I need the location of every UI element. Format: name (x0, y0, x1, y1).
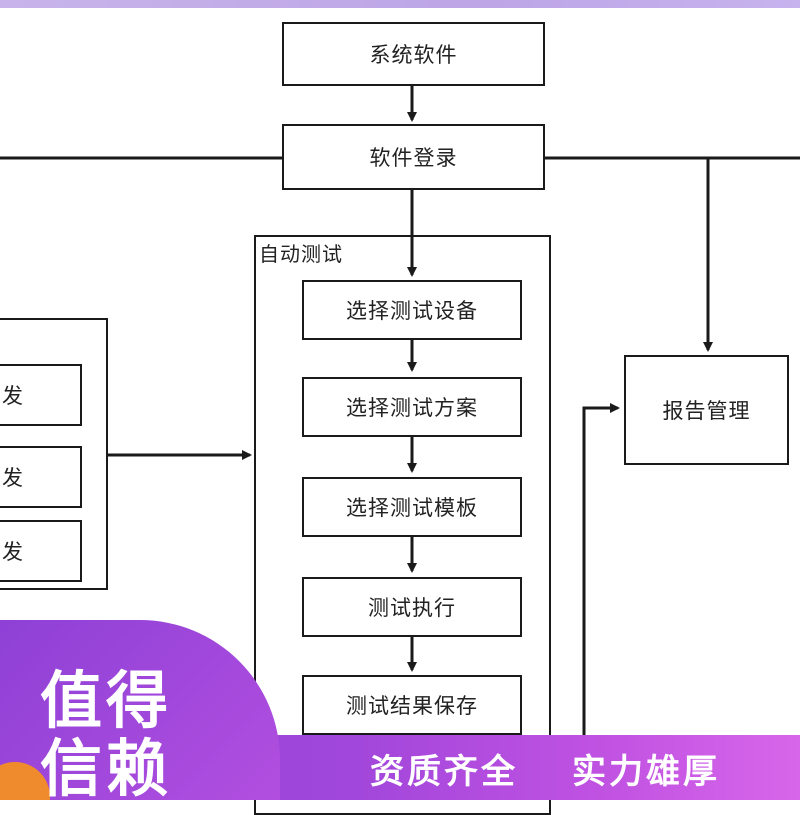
step-label: 选择测试方案 (346, 396, 478, 420)
software-login-label: 软件登录 (369, 146, 458, 170)
slogan-line-1: 值得 (40, 664, 173, 737)
step-select-template: 选择测试模板 (302, 477, 522, 537)
software-login-box: 软件登录 (282, 124, 545, 190)
system-software-label: 系统软件 (369, 43, 458, 67)
auto-test-title: 自动测试 (259, 242, 343, 266)
slogan-line-2: 信赖 (40, 732, 173, 800)
report-management-label: 报告管理 (662, 399, 751, 423)
left-dev-label: 开发 (0, 384, 24, 408)
step-select-plan: 选择测试方案 (302, 377, 522, 437)
top-decor-strip (0, 0, 800, 8)
banner-tag-2: 实力雄厚 (572, 752, 720, 792)
left-dev-box-1: 开发 (0, 364, 82, 426)
report-management-box: 报告管理 (624, 355, 789, 465)
system-software-box: 系统软件 (282, 22, 545, 86)
step-label: 测试结果保存 (346, 694, 478, 718)
step-select-device: 选择测试设备 (302, 280, 522, 340)
left-dev-box-2: 开发 (0, 446, 82, 508)
banner-tag-1: 资质齐全 (370, 752, 518, 792)
step-label: 选择测试设备 (346, 299, 478, 323)
left-dev-label: 开发 (0, 466, 24, 490)
left-dev-label: 开发 (0, 540, 24, 564)
left-dev-box-3: 开发 (0, 520, 82, 582)
step-label: 选择测试模板 (346, 496, 478, 520)
step-label: 测试执行 (368, 596, 456, 620)
step-save-results: 测试结果保存 (302, 675, 522, 735)
arrow-to-report-from-bottom (582, 403, 620, 800)
promo-banner: 值得 信赖 资质齐全 实力雄厚 (0, 620, 800, 800)
left-group-frame (0, 318, 108, 590)
step-execute-test: 测试执行 (302, 577, 522, 637)
